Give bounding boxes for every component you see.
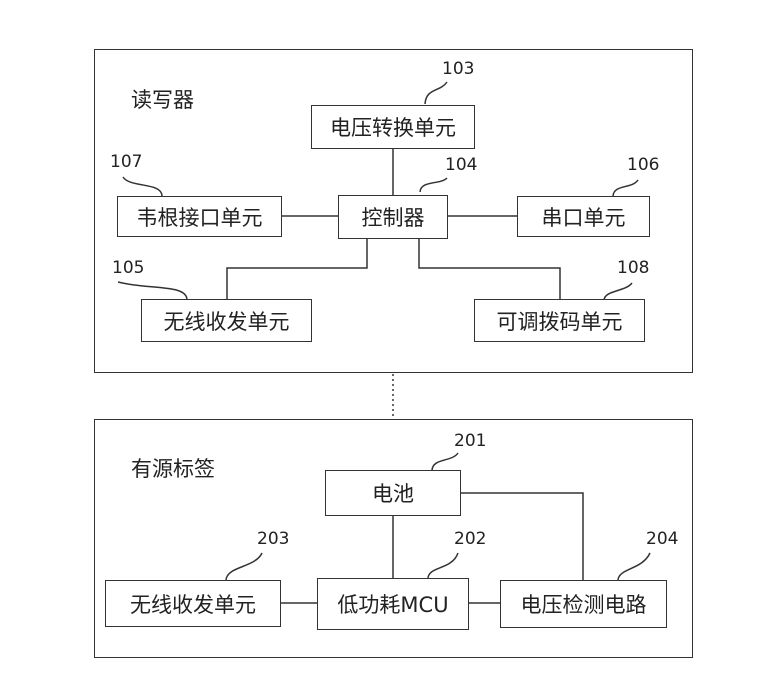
- wire-controller-to-wireless: [226, 238, 368, 300]
- ref-202: 202: [454, 529, 487, 549]
- wire-battery-to-detect: [460, 492, 584, 580]
- leader-108: [603, 282, 633, 301]
- ref-107: 107: [110, 152, 143, 172]
- low-power-mcu: 低功耗MCU: [317, 578, 469, 630]
- voltage-conversion-unit: 电压转换单元: [311, 105, 475, 149]
- controller: 控制器: [338, 195, 448, 239]
- tag-title: 有源标签: [131, 457, 215, 481]
- tag-frame: [94, 419, 693, 658]
- leader-202: [427, 552, 459, 579]
- leader-204: [617, 552, 651, 581]
- ref-104: 104: [445, 155, 478, 175]
- wire-controller-to-dip: [418, 238, 561, 300]
- dip-switch-unit: 可调拨码单元: [474, 299, 645, 342]
- reader-wireless-unit: 无线收发单元: [141, 299, 312, 342]
- leader-105: [117, 281, 188, 301]
- leader-104: [419, 177, 448, 193]
- leader-201: [431, 452, 459, 471]
- tag-wireless-unit: 无线收发单元: [105, 580, 281, 627]
- ref-203: 203: [257, 529, 290, 549]
- leader-107: [122, 176, 163, 197]
- ref-201: 201: [454, 431, 487, 451]
- ref-106: 106: [627, 155, 660, 175]
- voltage-detection-circuit: 电压检测电路: [500, 580, 667, 628]
- leader-106: [612, 179, 639, 197]
- battery: 电池: [325, 470, 461, 516]
- serial-port-unit: 串口单元: [517, 196, 650, 237]
- ref-105: 105: [112, 258, 145, 278]
- ref-103: 103: [442, 59, 475, 79]
- reader-frame: [94, 49, 693, 373]
- leader-103: [424, 81, 448, 105]
- ref-108: 108: [617, 258, 650, 278]
- ref-204: 204: [646, 529, 679, 549]
- reader-title: 读写器: [131, 88, 194, 112]
- wiegand-interface-unit: 韦根接口单元: [117, 196, 282, 237]
- leader-203: [225, 552, 263, 581]
